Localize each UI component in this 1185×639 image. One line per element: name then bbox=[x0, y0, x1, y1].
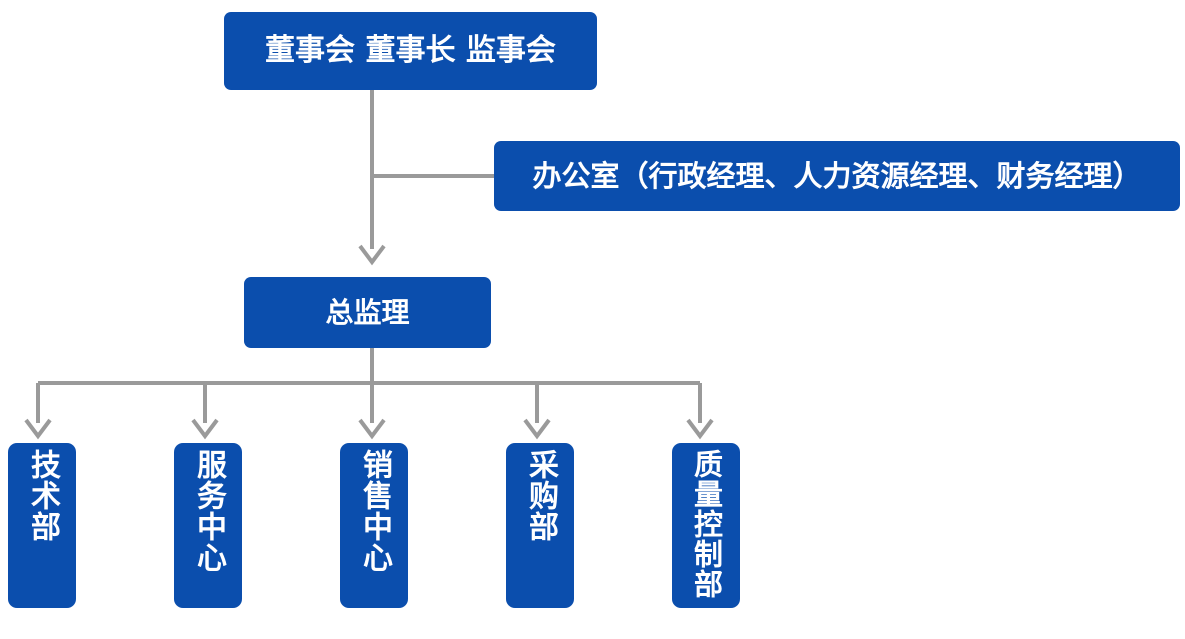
node-department-technology[interactable]: 技术部 bbox=[8, 443, 76, 608]
node-department-service-center[interactable]: 服务中心 bbox=[174, 443, 242, 608]
node-department-sales-center-label: 销售中心 bbox=[357, 449, 392, 573]
node-department-technology-label: 技术部 bbox=[25, 449, 60, 542]
arrowhead-quality-control bbox=[686, 418, 714, 440]
node-office-label: 办公室（行政经理、人力资源经理、财务经理） bbox=[532, 158, 1142, 193]
node-department-procurement[interactable]: 采购部 bbox=[506, 443, 574, 608]
arrowhead-service-center bbox=[191, 418, 219, 440]
node-board-of-directors-label: 董事会 董事长 监事会 bbox=[265, 33, 556, 69]
arrowhead-sales-center bbox=[358, 418, 386, 440]
node-department-sales-center[interactable]: 销售中心 bbox=[340, 443, 408, 608]
node-general-manager[interactable]: 总监理 bbox=[244, 277, 491, 348]
node-department-procurement-label: 采购部 bbox=[523, 449, 558, 542]
node-board-of-directors[interactable]: 董事会 董事长 监事会 bbox=[224, 12, 597, 90]
node-department-quality-control-label: 质量控制部 bbox=[689, 449, 724, 599]
node-general-manager-label: 总监理 bbox=[325, 295, 410, 329]
arrowhead-technology bbox=[24, 418, 52, 440]
arrowhead-procurement bbox=[523, 418, 551, 440]
node-department-service-center-label: 服务中心 bbox=[191, 449, 226, 573]
node-department-quality-control[interactable]: 质量控制部 bbox=[672, 443, 740, 608]
arrowhead-board-to-gm bbox=[358, 244, 386, 266]
node-office[interactable]: 办公室（行政经理、人力资源经理、财务经理） bbox=[494, 141, 1180, 211]
